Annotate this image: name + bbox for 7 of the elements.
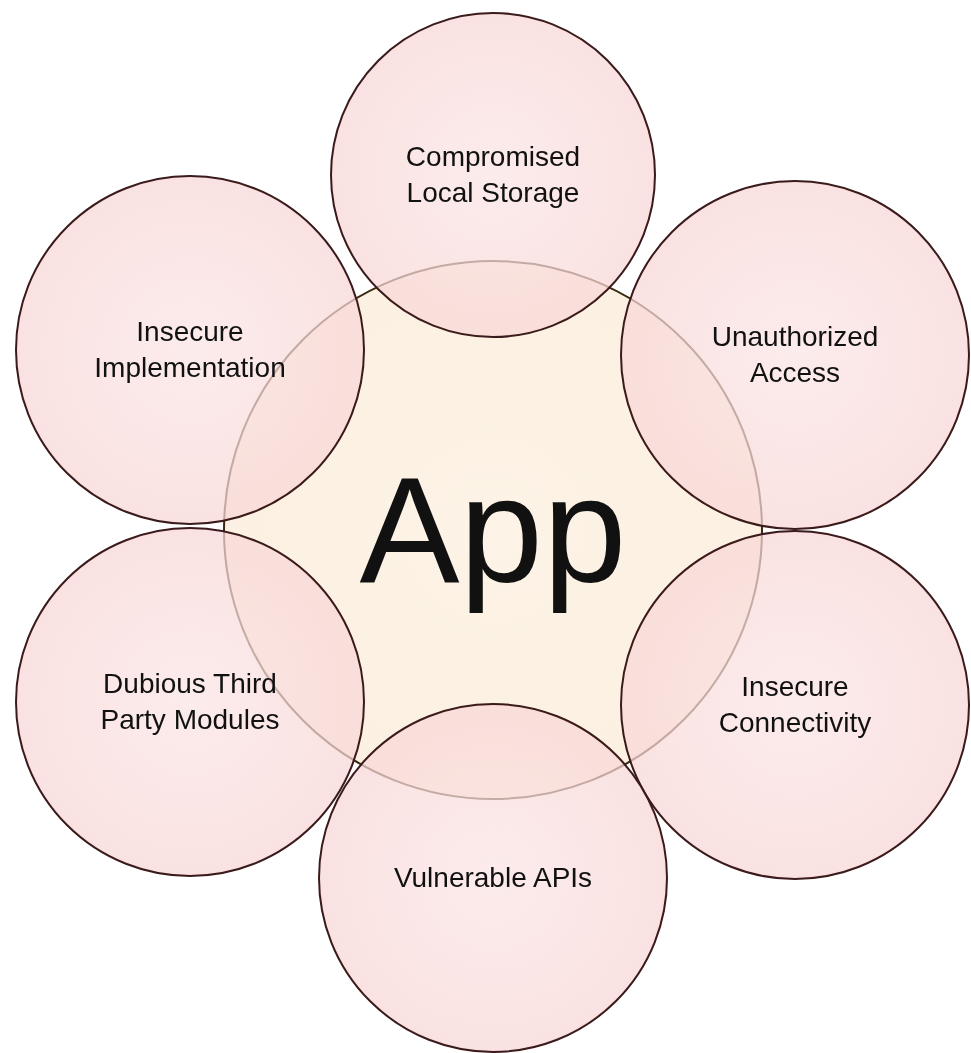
circle-label: Compromised Local Storage bbox=[404, 139, 582, 210]
center-title: App bbox=[358, 444, 628, 616]
circle-label: Unauthorized Access bbox=[710, 319, 880, 390]
circle-label: Insecure Implementation bbox=[93, 314, 287, 385]
circle-label: Vulnerable APIs bbox=[392, 860, 594, 895]
circle-label: Dubious Third Party Modules bbox=[99, 666, 281, 737]
circle-label: Insecure Connectivity bbox=[717, 669, 873, 740]
